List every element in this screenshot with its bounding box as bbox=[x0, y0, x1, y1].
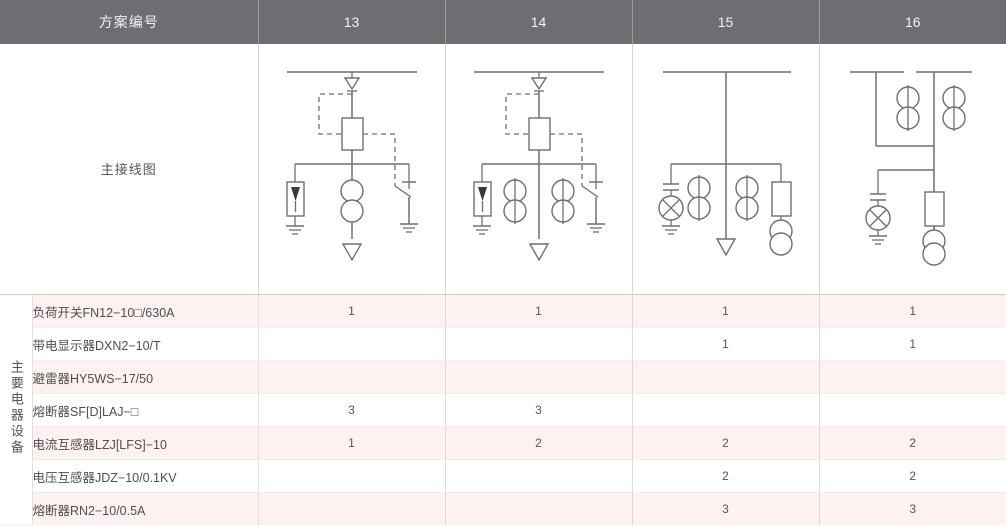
spec-row-0-col-16: 1 bbox=[819, 294, 1006, 328]
spec-row-5-col-13 bbox=[258, 459, 446, 493]
table-row: 电流互感器LZJ[LFS]−10 1 2 2 2 bbox=[0, 426, 1006, 460]
spec-row-label-1: 带电显示器DXN2−10/T bbox=[32, 327, 259, 361]
header-col-13: 13 bbox=[258, 0, 446, 44]
table-row: 熔断器RN2−10/0.5A 3 3 bbox=[0, 492, 1006, 525]
spec-row-0-col-15: 1 bbox=[632, 294, 820, 328]
diagram-row-label-text: 主接线图 bbox=[100, 162, 157, 177]
spec-row-5-col-14 bbox=[445, 459, 633, 493]
table-row: 熔断器SF[D]LAJ−□ 3 3 bbox=[0, 393, 1006, 427]
diagram-row-label: 主接线图 bbox=[0, 44, 259, 295]
header-scheme-label-text: 方案编号 bbox=[98, 14, 159, 30]
table-row: 避雷器HY5WS−17/50 bbox=[0, 360, 1006, 394]
spec-row-label-0: 负荷开关FN12−10□/630A bbox=[32, 294, 259, 328]
spec-row-2-col-15 bbox=[632, 360, 820, 394]
spec-row-2-col-13 bbox=[258, 360, 446, 394]
spec-row-3-col-13: 3 bbox=[258, 393, 446, 427]
header-col-15: 15 bbox=[632, 0, 820, 44]
spec-row-4-col-13: 1 bbox=[258, 426, 446, 460]
spec-row-5-col-16: 2 bbox=[819, 459, 1006, 493]
spec-row-2-col-16 bbox=[819, 360, 1006, 394]
spec-row-0-col-14: 1 bbox=[445, 294, 633, 328]
spec-row-4-col-14: 2 bbox=[445, 426, 633, 460]
spec-row-6-col-15: 3 bbox=[632, 492, 820, 525]
spec-row-6-col-13 bbox=[258, 492, 446, 525]
spec-row-label-4: 电流互感器LZJ[LFS]−10 bbox=[32, 426, 259, 460]
spec-row-label-2: 避雷器HY5WS−17/50 bbox=[32, 360, 259, 394]
spec-row-1-col-15: 1 bbox=[632, 327, 820, 361]
table-row: 电压互感器JDZ−10/0.1KV 2 2 bbox=[0, 459, 1006, 493]
header-col-14: 14 bbox=[445, 0, 633, 44]
spec-row-label-6: 熔断器RN2−10/0.5A bbox=[32, 492, 259, 525]
spec-row-label-3: 熔断器SF[D]LAJ−□ bbox=[32, 393, 259, 427]
spec-row-3-col-16 bbox=[819, 393, 1006, 427]
spec-row-4-col-15: 2 bbox=[632, 426, 820, 460]
spec-row-3-col-14: 3 bbox=[445, 393, 633, 427]
spec-row-0-col-13: 1 bbox=[258, 294, 446, 328]
table-row: 主要电器设备 负荷开关FN12−10□/630A 1 1 1 1 bbox=[0, 294, 1006, 526]
spec-row-1-col-16: 1 bbox=[819, 327, 1006, 361]
diagram-scheme-13 bbox=[258, 44, 446, 295]
spec-row-1-col-14 bbox=[445, 327, 633, 361]
diagram-row: 主接线图 bbox=[0, 44, 1006, 295]
spec-row-3-col-15 bbox=[632, 393, 820, 427]
header-scheme-label: 方案编号 bbox=[0, 0, 259, 44]
header-col-16: 16 bbox=[819, 0, 1006, 44]
spec-row-2-col-14 bbox=[445, 360, 633, 394]
diagram-scheme-16 bbox=[819, 44, 1006, 295]
spec-vertical-header-text: 主要电器设备 bbox=[8, 359, 24, 456]
spec-row-label-5: 电压互感器JDZ−10/0.1KV bbox=[32, 459, 259, 493]
table-row: 带电显示器DXN2−10/T 1 1 bbox=[0, 327, 1006, 361]
spec-row-6-col-14 bbox=[445, 492, 633, 525]
spec-row-4-col-16: 2 bbox=[819, 426, 1006, 460]
diagram-scheme-15 bbox=[632, 44, 820, 295]
table-header-row: 方案编号 13 14 15 16 bbox=[0, 0, 1006, 44]
spec-vertical-header: 主要电器设备 bbox=[0, 294, 33, 526]
diagram-scheme-14 bbox=[445, 44, 633, 295]
spec-row-6-col-16: 3 bbox=[819, 492, 1006, 525]
spec-row-1-col-13 bbox=[258, 327, 446, 361]
spec-row-5-col-15: 2 bbox=[632, 459, 820, 493]
